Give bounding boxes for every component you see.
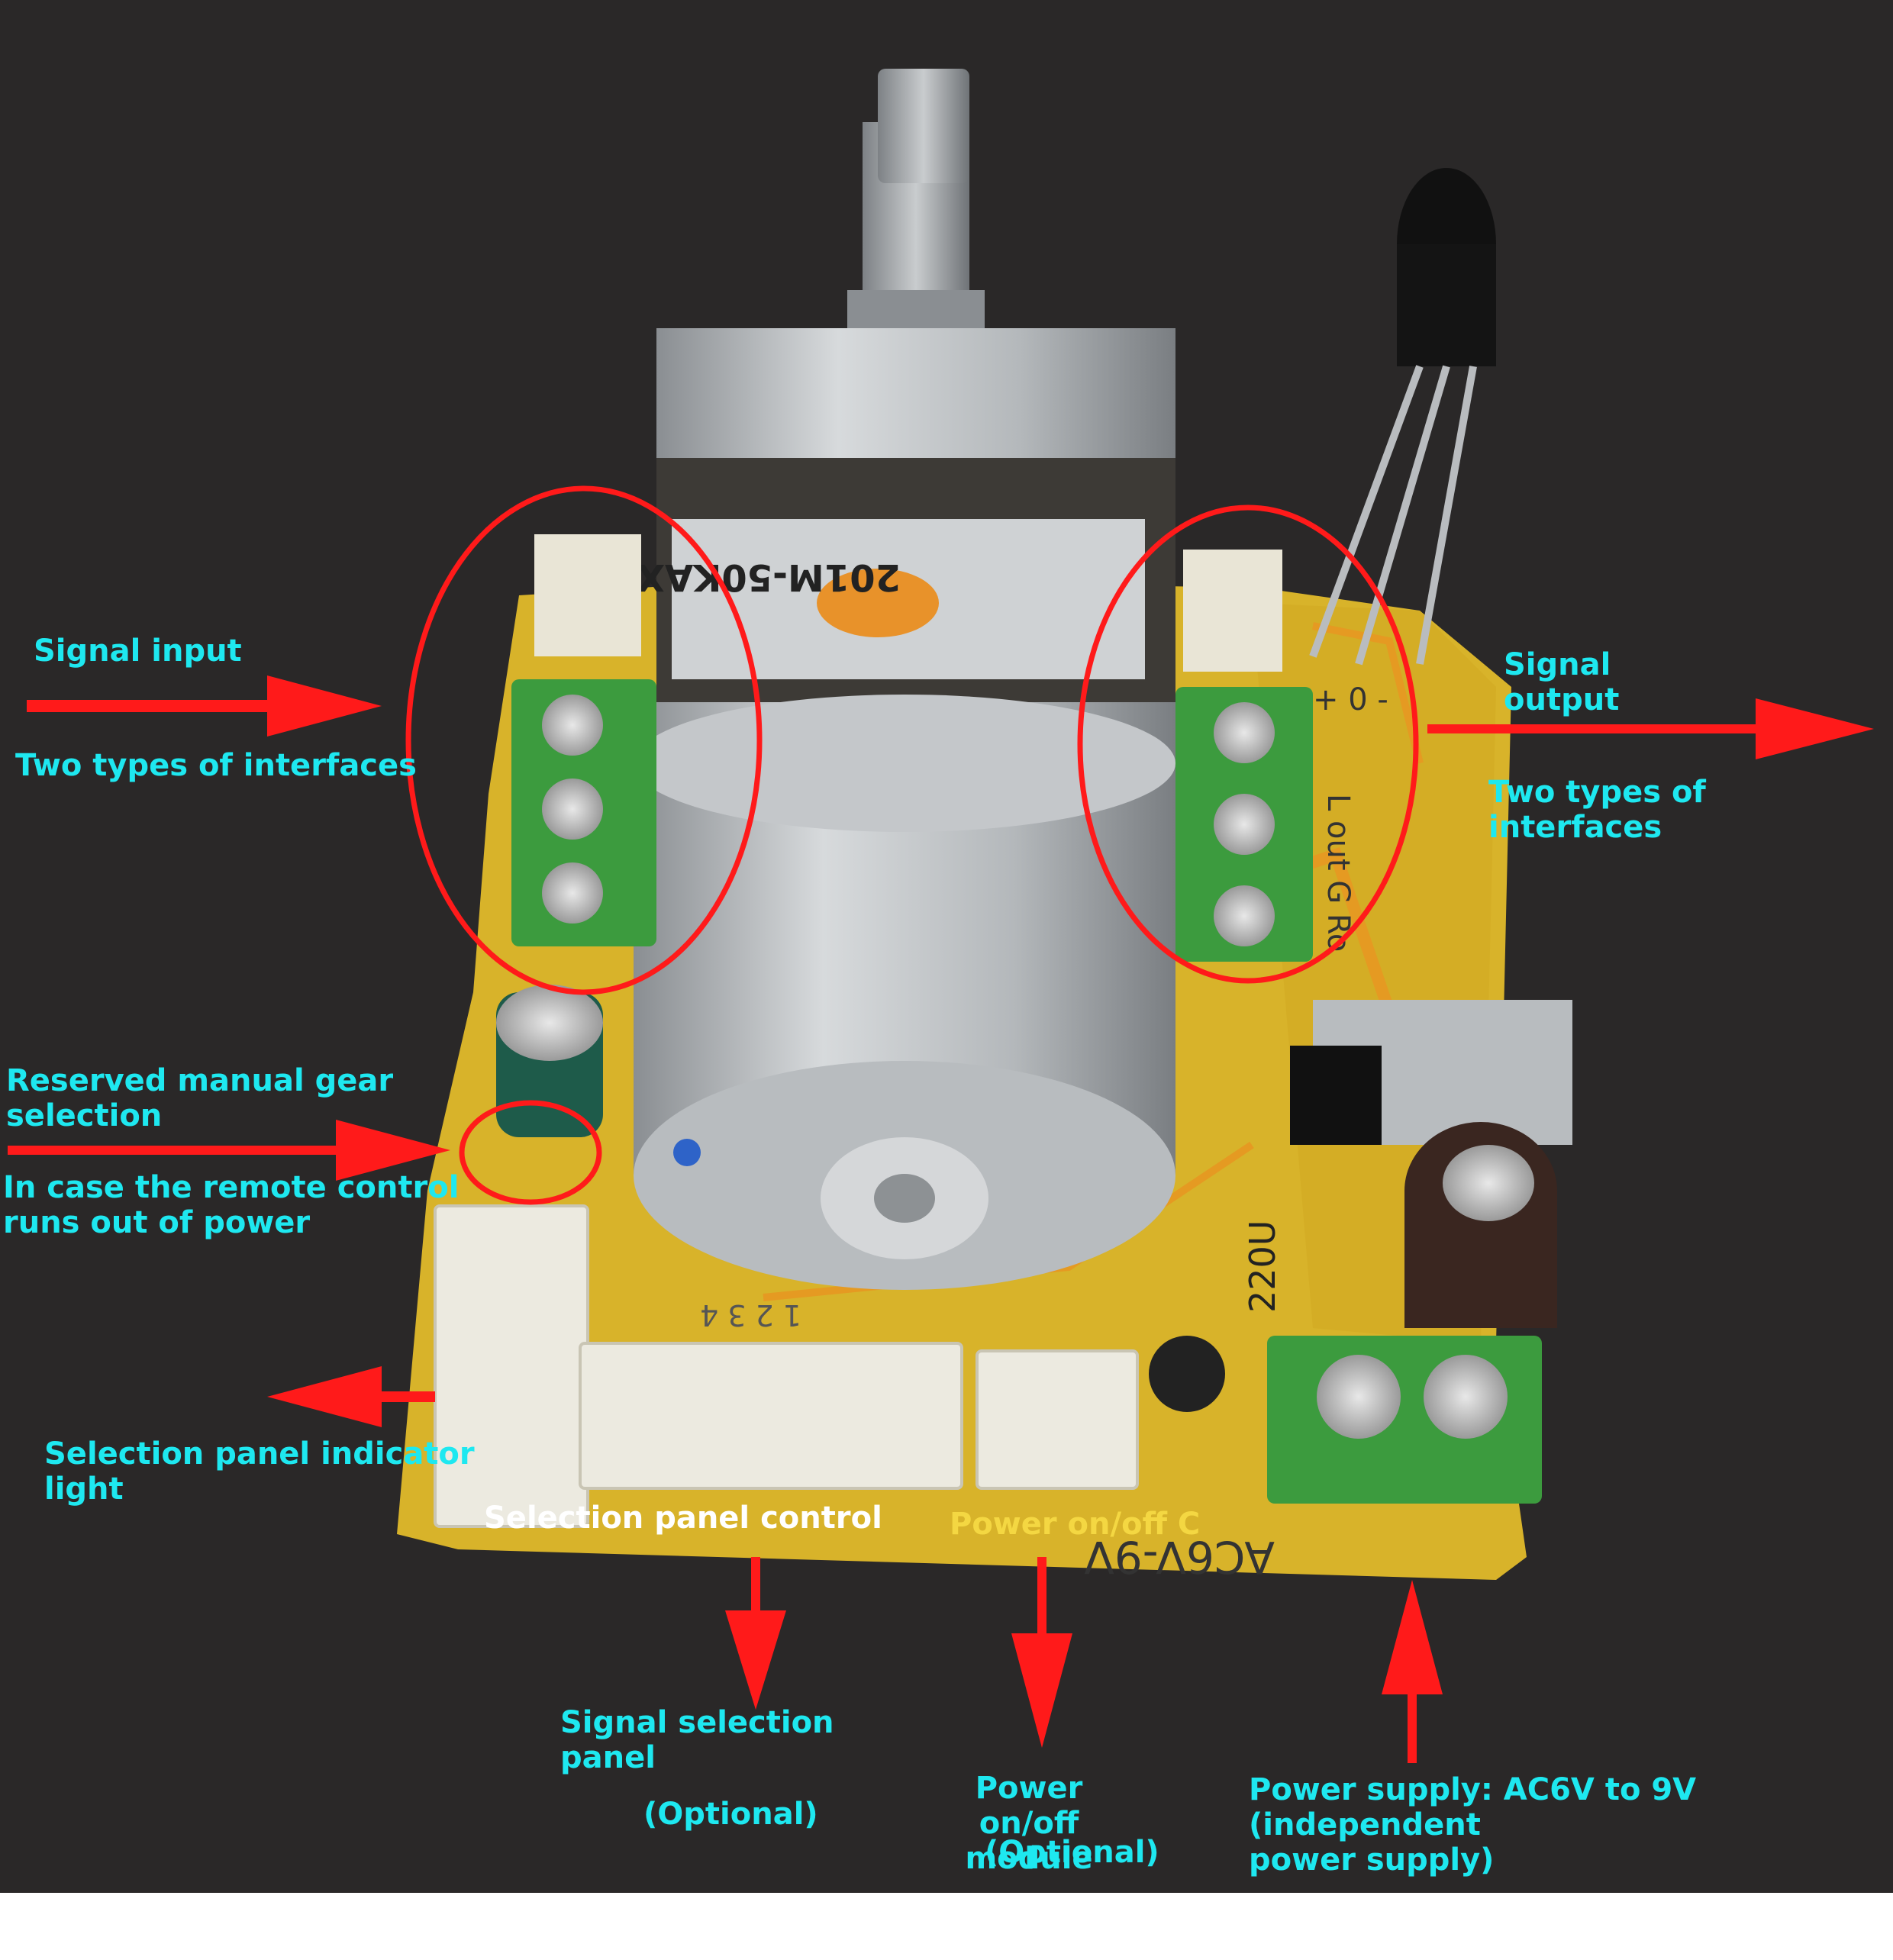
- potentiometer-model-text: 201M-50KAX2: [611, 556, 901, 598]
- input-highlight-circle: [405, 485, 763, 995]
- transistor: [1149, 1336, 1225, 1412]
- output-interfaces-label: Two types of interfaces: [1488, 775, 1706, 845]
- power-module-label: Power on/off module: [965, 1771, 1093, 1876]
- optional-label-1: (Optional): [643, 1797, 818, 1832]
- power-supply-arrow: [1382, 1580, 1443, 1694]
- selection-control-label: Selection panel control: [484, 1501, 882, 1536]
- supply-mark: AC6V-9V: [1084, 1531, 1275, 1583]
- motor: [634, 695, 1175, 1290]
- potentiometer-shaft: [847, 69, 985, 336]
- bottom-white-strip: [0, 1893, 1893, 1960]
- signal-output-arrow: [1756, 698, 1874, 759]
- signal-selection-panel-label: Signal selection panel: [560, 1705, 834, 1775]
- capacitor-mark: 220U: [1242, 1220, 1283, 1313]
- connectors: 1 2 3 4: [434, 1204, 1139, 1528]
- photo-scene: 201M-50KAX2 L out G Ro: [0, 0, 1893, 1893]
- remote-power-label: In case the remote control runs out of p…: [3, 1170, 460, 1240]
- power-module-arrow: [1011, 1633, 1072, 1748]
- input-terminal-block: [511, 534, 656, 946]
- selection-panel-arrow: [725, 1610, 786, 1710]
- highlight-circles: [405, 485, 1419, 1205]
- ir-receiver: + 0 -: [1309, 168, 1496, 717]
- input-interfaces-label: Two types of interfaces: [15, 748, 417, 783]
- indicator-light-label: Selection panel indicator light: [44, 1436, 475, 1507]
- indicator-light-arrow: [267, 1366, 382, 1427]
- signal-input-arrow: [267, 675, 382, 737]
- annotation-arrows: [8, 675, 1874, 1763]
- gear-highlight-circle: [459, 1100, 602, 1205]
- output-terminal-block: L out G Ro: [1175, 550, 1356, 962]
- regulator-and-capacitor: 220U: [1242, 1000, 1572, 1328]
- ir-pin-label: + 0 -: [1313, 682, 1388, 717]
- power-onoff-c-label: Power on/off C: [950, 1507, 1201, 1542]
- reserved-gear-label: Reserved manual gear selection: [6, 1063, 394, 1133]
- output-pin-label: L out G Ro: [1321, 794, 1356, 952]
- signal-output-label: Signal output: [1504, 647, 1620, 717]
- board-photo-illustration: 201M-50KAX2 L out G Ro: [8, 69, 1874, 1763]
- optional-label-2: (Optional): [985, 1835, 1159, 1870]
- connector-number-text: 1 2 3 4: [700, 1298, 801, 1332]
- power-supply-label: Power supply: AC6V to 9V (independent po…: [1249, 1772, 1697, 1878]
- signal-input-label: Signal input: [34, 633, 242, 669]
- gear-selection-arrow: [336, 1120, 450, 1181]
- power-terminal-block: AC6V-9V: [1084, 1336, 1542, 1583]
- output-highlight-circle: [1077, 505, 1419, 984]
- small-capacitor: [496, 985, 603, 1137]
